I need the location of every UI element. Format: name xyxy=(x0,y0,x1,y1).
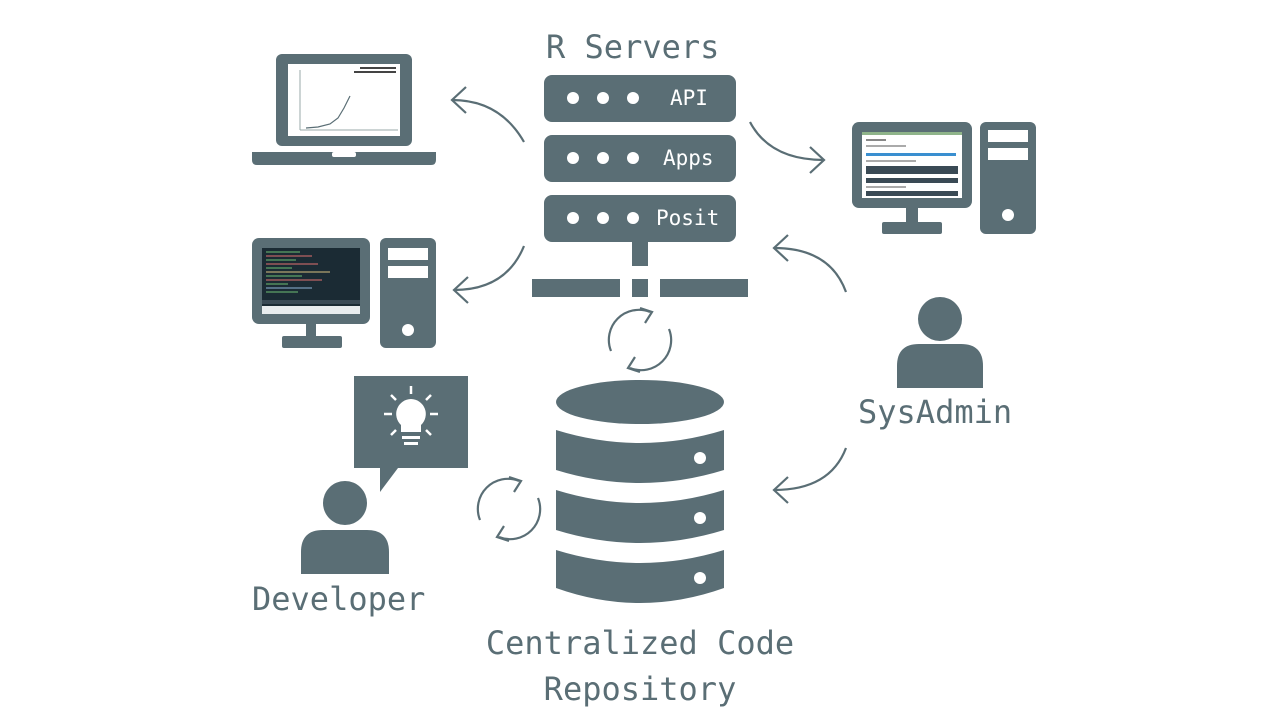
sysadmin-label: SysAdmin xyxy=(858,393,1013,431)
database-icon xyxy=(556,380,724,603)
sysadmin-person-icon xyxy=(897,297,983,388)
server-label-posit: Posit xyxy=(656,206,720,230)
laptop-chart-icon xyxy=(252,54,436,165)
desktop-webapp-icon xyxy=(852,122,1036,234)
server-label-apps: Apps xyxy=(663,146,714,170)
developer-label: Developer xyxy=(252,580,426,618)
developer-person-icon xyxy=(301,481,389,574)
sync-icon xyxy=(476,475,542,543)
lightbulb-speech-icon xyxy=(354,376,468,492)
server-unit-apps xyxy=(544,135,736,182)
desktop-code-icon xyxy=(252,238,436,348)
sync-icon xyxy=(607,306,673,374)
diagram-title: R Servers xyxy=(546,28,720,66)
server-label-api: API xyxy=(670,86,708,110)
curved-arrow-icon xyxy=(450,86,848,504)
server-stack-icon xyxy=(544,75,736,242)
server-unit-posit xyxy=(544,195,736,242)
network-switch-icon xyxy=(532,242,748,297)
server-unit-api xyxy=(544,75,736,122)
repository-label: Centralized Code Repository xyxy=(485,624,795,708)
